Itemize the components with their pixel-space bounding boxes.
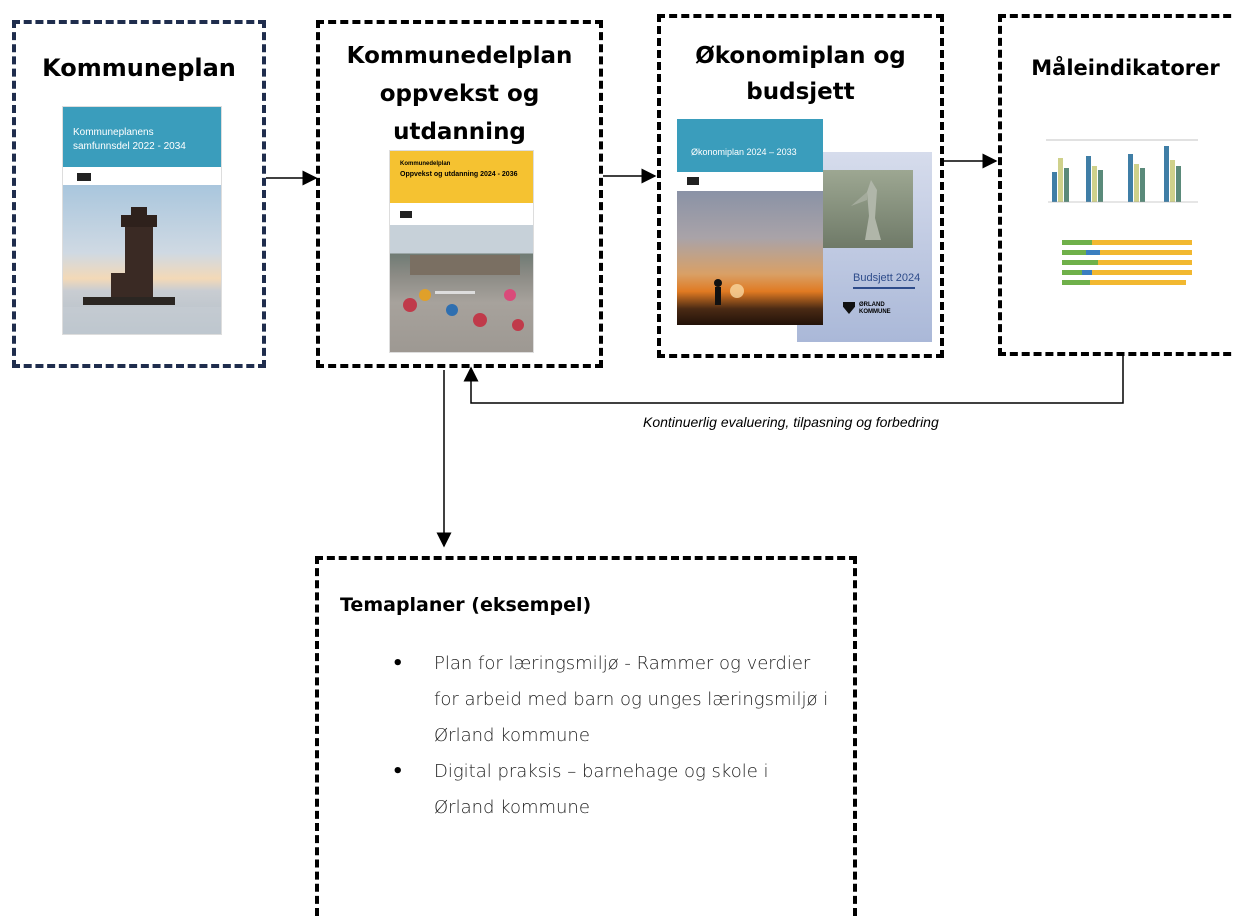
orland-logo-icon [843, 302, 855, 314]
feedback-caption: Kontinuerlig evaluering, tilpasning og f… [643, 414, 939, 430]
temaplaner-title: Temaplaner (eksempel) [340, 594, 592, 616]
list-item-line: Ørland kommune [434, 797, 590, 818]
brand-line1: ØRLAND [859, 302, 885, 308]
kommunedelplan-title-line1: Kommunedelplan [346, 43, 573, 69]
kommuneplan-title: Kommuneplan [42, 54, 236, 82]
maleindikatorer-title: Måleindikatorer [1031, 56, 1220, 80]
cover-small-label: Kommunedelplan [400, 161, 451, 167]
statue-icon [851, 180, 881, 240]
budsjett-title-underline [853, 287, 915, 289]
feedback-arrow [463, 356, 1124, 404]
okonomiplan-cover: Økonomiplan 2024 – 2033 [677, 119, 823, 325]
lighthouse-icon [63, 207, 221, 334]
kommuneplan-cover: Kommuneplanens samfunnsdel 2022 - 2034 [62, 106, 222, 335]
kommunedelplan-box: Kommunedelplan oppvekst og utdanning Kom… [316, 20, 603, 368]
cover-header: Økonomiplan 2024 – 2033 [677, 119, 823, 172]
brand-line2: KOMMUNE [859, 309, 891, 315]
budsjett-title: Budsjett 2024 [853, 272, 921, 284]
cover-header: Kommuneplanens samfunnsdel 2022 - 2034 [63, 107, 221, 167]
temaplaner-box [315, 556, 857, 916]
cover-logo-icon [77, 173, 91, 181]
kommunedelplan-title-line3: utdanning [393, 119, 526, 145]
cover-logo-icon [400, 211, 412, 218]
cover-header-line2: samfunnsdel 2022 - 2034 [73, 141, 186, 152]
cover-header: Kommunedelplan Oppvekst og utdanning 202… [390, 151, 533, 203]
list-item: Plan for læringsmiljø - Rammer og verdie… [378, 646, 848, 754]
person-silhouette-icon [714, 279, 744, 305]
okonomiplan-title-line2: budsjett [746, 79, 855, 105]
children-bikes-icon [403, 255, 524, 331]
cover-title: Oppvekst og utdanning 2024 - 2036 [400, 171, 518, 178]
maleindikatorer-box: Måleindikatorer [998, 14, 1235, 356]
cover-title: Økonomiplan 2024 – 2033 [691, 147, 797, 157]
temaplaner-list: Plan for læringsmiljø - Rammer og verdie… [378, 646, 848, 826]
cover-header-line1: Kommuneplanens [73, 127, 154, 138]
kommunedelplan-title-line2: oppvekst og [379, 81, 540, 107]
okonomiplan-box: Økonomiplan og budsjett Budsjett 2024 ØR… [657, 14, 944, 358]
list-item-line: for arbeid med barn og unges læringsmilj… [434, 689, 829, 710]
list-item-line: Ørland kommune [434, 725, 590, 746]
list-item: Digital praksis – barnehage og skole i Ø… [378, 754, 848, 826]
list-item-line: Digital praksis – barnehage og skole i [434, 761, 769, 782]
okonomiplan-title-line1: Økonomiplan og [695, 43, 906, 69]
indicator-charts-thumbnail [1038, 128, 1208, 288]
list-item-line: Plan for læringsmiljø - Rammer og verdie… [434, 653, 811, 674]
cover-photo-sunset [677, 191, 823, 325]
cover-logo-icon [687, 177, 699, 185]
kommunedelplan-cover: Kommunedelplan Oppvekst og utdanning 202… [389, 150, 534, 353]
cover-photo-kindergarten [390, 225, 533, 352]
cover-photo-lighthouse [63, 185, 221, 334]
kommuneplan-box: Kommuneplan Kommuneplanens samfunnsdel 2… [12, 20, 266, 368]
budsjett-photo-statue [821, 170, 913, 248]
